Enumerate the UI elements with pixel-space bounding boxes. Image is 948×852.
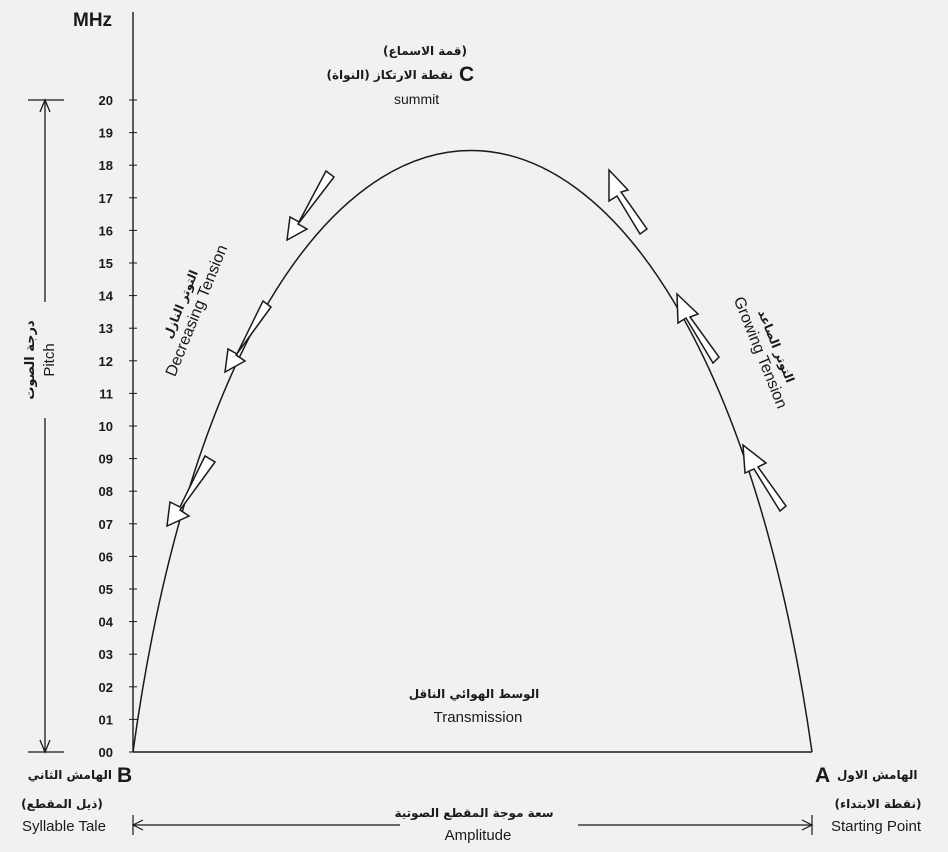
- decreasing-arrow-3: [166, 454, 217, 528]
- growing-arrow-2: [676, 292, 720, 365]
- y-tick-label: 09: [99, 452, 113, 467]
- summit-letter: C: [459, 63, 474, 86]
- pitch-range-bottom-arrowhead: [39, 739, 51, 754]
- y-tick-label: 18: [99, 158, 113, 173]
- y-tick-label: 20: [99, 93, 113, 108]
- point-b-letter: B: [117, 764, 132, 787]
- point-a-arabic-sub: (نقطة الابتداء): [835, 797, 922, 811]
- y-tick-label: 04: [99, 615, 114, 630]
- y-axis-ticks: 20 19 18 17 16 15 14 13 12 11 10 09 08 07 06 05 04 03 02 01…: [99, 93, 137, 760]
- amplitude-left-arrowhead: [131, 819, 144, 831]
- growing-arrow-1: [608, 168, 649, 236]
- point-a-arabic: الهامش الاول: [837, 768, 918, 783]
- summit-arabic: نقطة الارتكاز (النواة): [326, 68, 453, 83]
- growing-label-group: التوتر الصاعد Growing Tension: [730, 295, 797, 412]
- transmission-english: Transmission: [434, 709, 523, 726]
- y-tick-label: 17: [99, 191, 113, 206]
- transmission-arabic: الوسط الهوائي الناقل: [409, 687, 540, 702]
- point-a-letter: A: [815, 764, 830, 787]
- tension-curve: [132, 149, 813, 753]
- y-tick-label: 01: [99, 712, 113, 727]
- summit-arabic-top: (قمة الاسماع): [383, 44, 467, 58]
- amplitude-right-arrowhead: [801, 819, 814, 831]
- y-tick-label: 05: [99, 582, 113, 597]
- y-tick-label: 12: [99, 354, 113, 369]
- y-tick-label: 13: [99, 321, 113, 336]
- pitch-range-top-arrowhead: [39, 98, 51, 113]
- summit-english: summit: [394, 91, 439, 107]
- amplitude-english: Amplitude: [445, 827, 512, 844]
- pitch-english: Pitch: [41, 343, 58, 376]
- y-tick-label: 15: [99, 256, 113, 271]
- decreasing-arrow-2: [224, 299, 273, 374]
- pitch-arabic: درجة الصوت: [23, 320, 38, 400]
- growing-arrow-3: [742, 443, 788, 513]
- y-tick-label: 00: [99, 745, 113, 760]
- y-tick-label: 03: [99, 647, 113, 662]
- point-b-arabic-sub: (ذيل المقطع): [21, 797, 103, 811]
- point-a-english: Starting Point: [831, 818, 922, 835]
- point-b-english: Syllable Tale: [22, 818, 106, 835]
- pitch-label-group: درجة الصوت Pitch: [16, 302, 64, 418]
- point-b-arabic: الهامش الثاني: [28, 768, 112, 782]
- y-tick-label: 07: [99, 517, 113, 532]
- y-tick-label: 08: [99, 484, 113, 499]
- unit-label: MHz: [73, 10, 112, 31]
- y-tick-label: 06: [99, 549, 113, 564]
- y-tick-label: 14: [99, 289, 114, 304]
- amplitude-arabic: سعة موجة المقطع الصوتية: [394, 806, 553, 821]
- decreasing-arrow-1: [286, 169, 336, 242]
- y-tick-label: 16: [99, 223, 113, 238]
- decreasing-label-group: التوتر النازل Decreasing Tension: [161, 243, 231, 379]
- y-tick-label: 02: [99, 680, 113, 695]
- y-tick-label: 10: [99, 419, 113, 434]
- y-tick-label: 19: [99, 126, 113, 141]
- y-tick-label: 11: [99, 386, 113, 401]
